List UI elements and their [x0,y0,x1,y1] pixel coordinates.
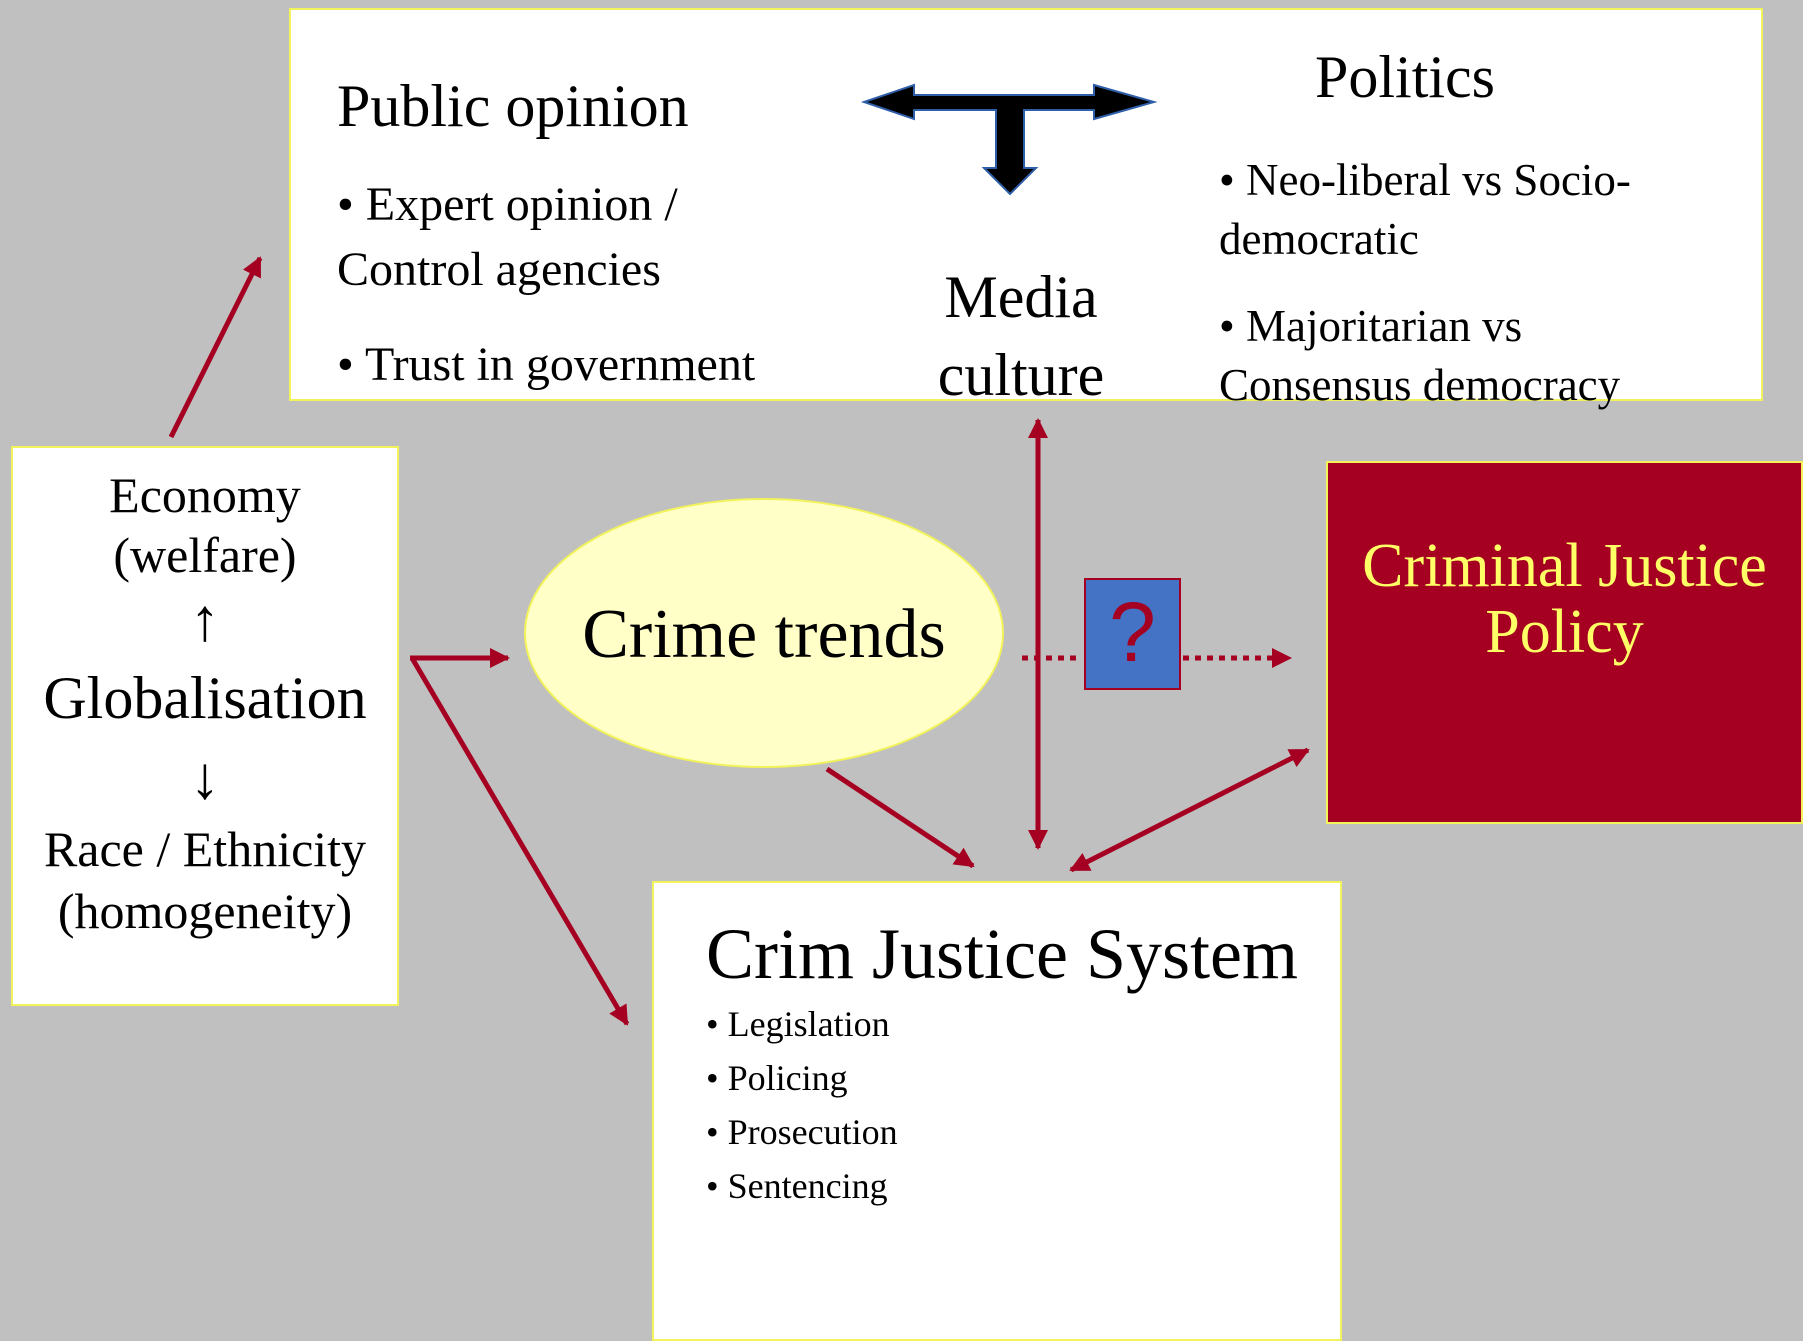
politics-bullet: democratic [1219,214,1419,264]
arrow-globalisation-to-cjs [409,656,630,1026]
globalisation-label: Globalisation [43,665,367,731]
crim-justice-system-title: Crim Justice System [706,914,1298,994]
politics-bullet: • Neo-liberal vs Socio- [1219,155,1631,205]
arrow-cjs-to-policy [1069,747,1310,873]
crime-trends-node: Crime trends [524,498,1004,768]
race-ethnicity-label: Race / Ethnicity [43,821,367,877]
cjs-list-item: • Sentencing [706,1166,888,1206]
welfare-label: (welfare) [113,527,297,583]
crime-trends-label: Crime trends [582,596,946,673]
question-box: ? [1084,578,1181,690]
politics-title: Politics [1315,44,1496,110]
media-culture-label: Media culture [937,264,1105,408]
public-opinion-bullet: • Expert opinion / [337,178,678,231]
media-t-arrow-icon [860,83,1158,196]
crim-justice-system-box: Crim Justice System • Legislation • Poli… [652,881,1342,1341]
politics-bullet: • Majoritarian vs [1219,301,1523,351]
criminal-justice-policy-box: Criminal Justice Policy [1326,461,1803,824]
public-opinion-bullet: Control agencies [337,243,661,296]
public-opinion-title: Public opinion [337,73,689,139]
public-opinion-bullet: • Trust in government [337,338,756,391]
down-arrow-icon: ↓ [190,745,220,811]
economy-label: Economy [109,467,301,523]
arrow-crime-trends-to-cjs [825,766,975,869]
politics-bullet: Consensus democracy [1219,360,1621,410]
cjs-list-item: • Prosecution [706,1112,898,1152]
up-arrow-icon: ↑ [190,587,220,653]
question-mark-icon: ? [1109,585,1156,679]
homogeneity-label: (homogeneity) [57,883,353,939]
criminal-justice-policy-label: Criminal Justice Policy [1362,532,1767,666]
cjs-list-item: • Legislation [706,1004,890,1044]
influences-box: Public opinion • Expert opinion / Contro… [289,8,1763,408]
cjs-list-item: • Policing [706,1058,848,1098]
globalisation-box: Economy (welfare) ↑ Globalisation ↓ Race… [11,446,399,1006]
arrow-globalisation-to-public-opinion [168,256,263,439]
